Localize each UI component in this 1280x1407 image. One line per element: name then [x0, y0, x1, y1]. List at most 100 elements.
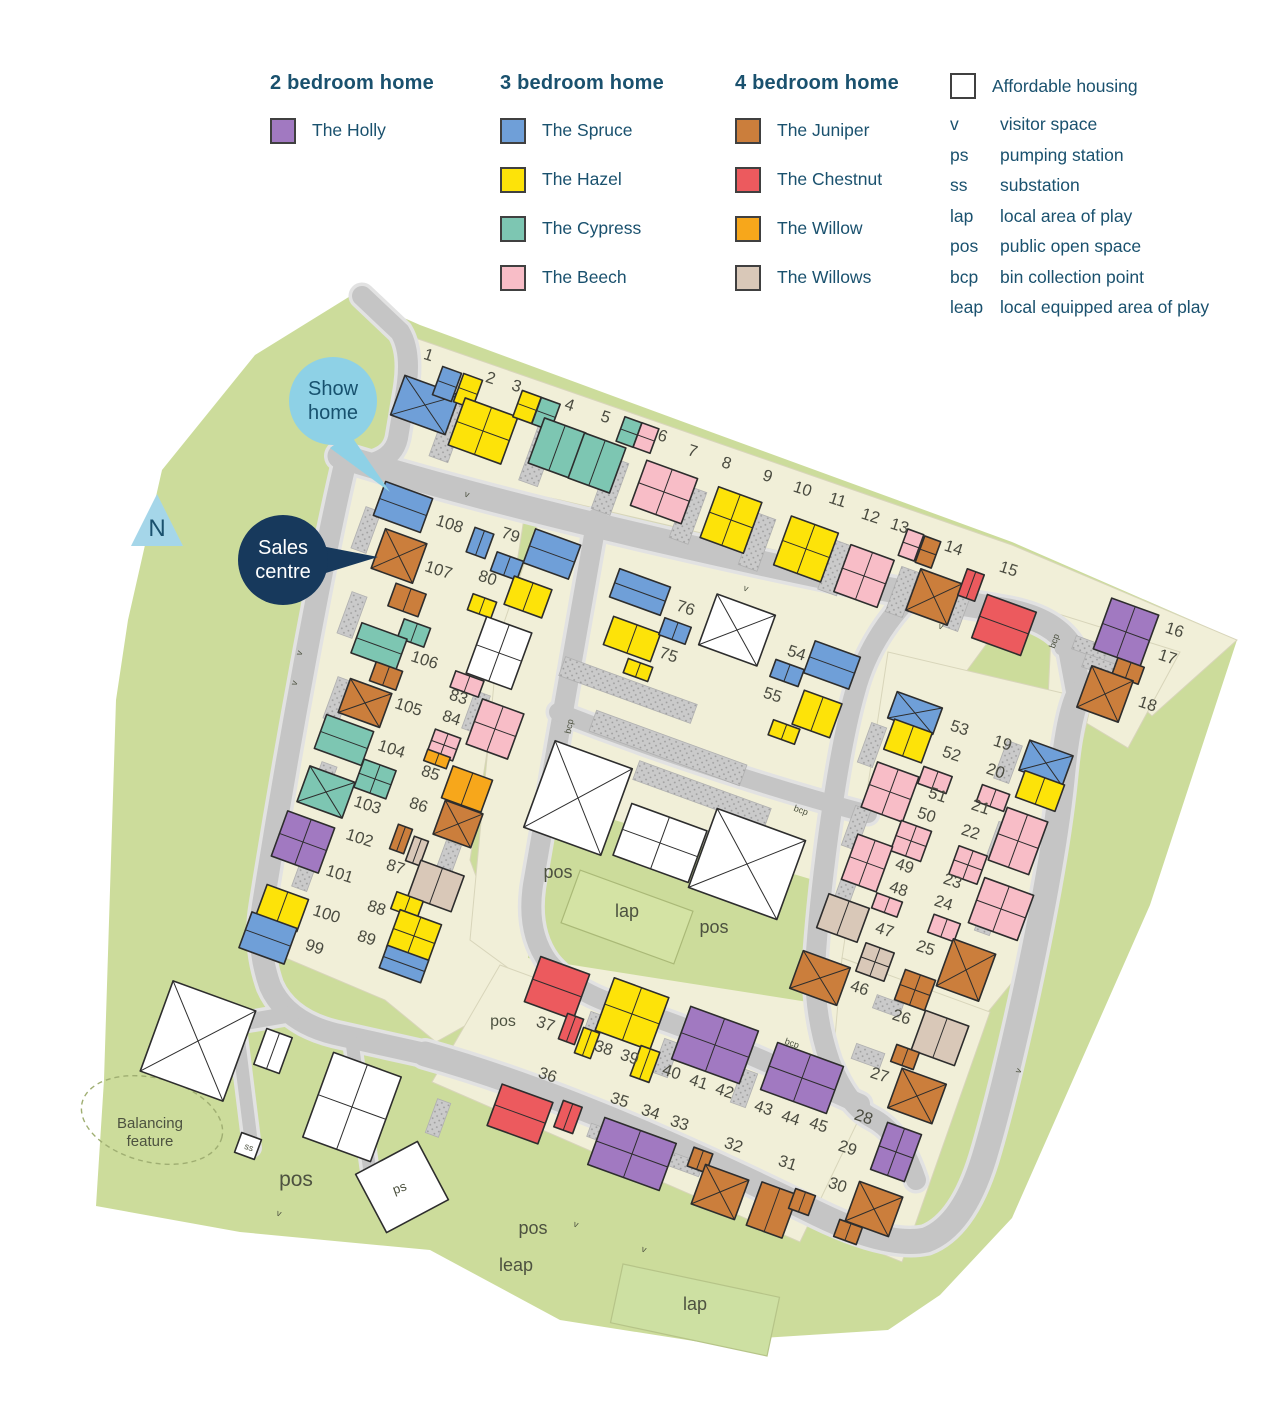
legend-title: 2 bedroom home — [270, 72, 434, 94]
house-sp — [657, 616, 693, 646]
house-sp — [608, 567, 672, 617]
area-label-lap: lap — [683, 1294, 707, 1314]
legend-item: The Beech — [500, 264, 664, 291]
house-be — [889, 819, 933, 863]
plot-number-label: 46 — [848, 977, 871, 1000]
house-type-name: The Cypress — [542, 218, 642, 238]
parking-pad — [632, 760, 772, 828]
house-hz — [602, 615, 662, 663]
plot-number-label: 51 — [926, 784, 949, 807]
house-hz — [594, 976, 670, 1052]
abbreviation-code: ps — [950, 144, 969, 165]
parking-pad — [993, 739, 1023, 785]
parking-pad — [850, 1042, 886, 1070]
plot-number-label: 52 — [940, 743, 963, 766]
house-ju — [432, 799, 484, 849]
house-cy — [567, 432, 627, 494]
houses — [139, 365, 1160, 1246]
house-ju — [832, 1218, 864, 1246]
house-ch — [970, 593, 1038, 657]
area-label-v: v — [289, 679, 300, 687]
house-be — [987, 806, 1049, 876]
parking-pad — [856, 722, 888, 768]
plot-number-label: 14 — [942, 537, 965, 560]
house-sp — [378, 944, 430, 984]
house-ws — [910, 1009, 970, 1067]
area-label-Balancing: Balancing — [117, 1115, 183, 1132]
plot-number-label: 40 — [660, 1061, 683, 1084]
house-hz — [791, 689, 843, 739]
plot-number-label: 19 — [991, 732, 1014, 755]
house-be — [897, 528, 925, 562]
house-sp — [238, 911, 298, 965]
plot-number-label: 26 — [890, 1006, 913, 1029]
area-label-v: v — [640, 1244, 648, 1255]
house-be — [870, 892, 904, 918]
plot-number-label: 21 — [969, 796, 992, 819]
house-ju — [368, 661, 404, 691]
house-ho — [270, 810, 336, 874]
plot-number-label: 38 — [592, 1037, 615, 1060]
house-ws — [404, 835, 430, 867]
plot-number-label: 83 — [447, 686, 470, 709]
plot-number-label: 39 — [618, 1046, 641, 1069]
house-sp — [522, 528, 582, 580]
area-label-leap: leap — [499, 1255, 533, 1275]
house-ch — [956, 567, 986, 603]
area-labels: posposposlapposposleaplapBalancingfeatur… — [117, 489, 1061, 1314]
house-ch — [486, 1083, 554, 1145]
house-af — [233, 1131, 263, 1161]
house-ju — [893, 968, 937, 1012]
plot-number-label: 18 — [1136, 693, 1159, 716]
house-cy — [313, 713, 375, 767]
house-af — [697, 593, 777, 667]
plot-number-label: 48 — [887, 878, 910, 901]
abbreviation-description: pumping station — [1000, 144, 1124, 165]
house-af — [687, 807, 807, 921]
legend-title: 4 bedroom home — [735, 72, 899, 94]
house-hz — [772, 515, 840, 583]
house-ju — [844, 1180, 904, 1238]
plot-number-label: 89 — [355, 927, 378, 950]
house-sp — [465, 526, 495, 560]
house-ju — [387, 582, 427, 618]
area-label-ss: ss — [243, 1141, 255, 1154]
plot-number-label: 86 — [407, 794, 430, 817]
parking-pad — [871, 994, 905, 1018]
house-hz — [573, 1026, 601, 1060]
house-ho — [586, 1116, 678, 1192]
house-hz — [767, 718, 801, 746]
plot-number-label: 16 — [1163, 619, 1186, 642]
house-type-swatch — [500, 117, 526, 144]
plot-number-label: 22 — [959, 821, 982, 844]
plot-number-label: 85 — [419, 762, 442, 785]
house-ju — [1076, 665, 1134, 723]
abbreviation-description: visitor space — [1000, 114, 1098, 134]
house-be — [833, 543, 895, 609]
affordable-housing-swatch — [950, 73, 976, 99]
plot-number-label: 32 — [722, 1134, 745, 1157]
abbreviation-description: bin collection point — [1000, 266, 1144, 287]
plot-number-label: 47 — [873, 919, 896, 942]
plot-number-label: 15 — [997, 558, 1020, 581]
house-type-swatch — [735, 215, 761, 242]
house-ho — [1092, 597, 1160, 667]
legend-title: 3 bedroom home — [500, 72, 664, 94]
legend-item: The Chestnut — [735, 166, 899, 193]
house-hz — [447, 397, 519, 465]
plot-number-label: 12 — [859, 505, 882, 528]
house-cy — [350, 621, 408, 671]
plot-number-label: 79 — [499, 524, 522, 547]
abbreviation-row: ps pumping station — [950, 145, 1250, 176]
plot-number-label: 30 — [826, 1174, 849, 1197]
house-ch — [523, 955, 591, 1021]
